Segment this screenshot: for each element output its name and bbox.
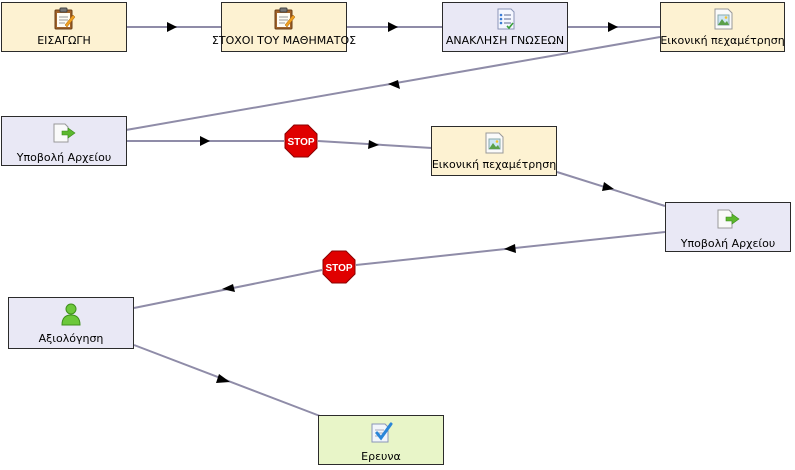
node-objectives[interactable]: ΣΤΟΧΟΙ ΤΟΥ ΜΑΘΗΜΑΤΟΣ	[212, 2, 356, 52]
arrowhead	[222, 284, 235, 292]
person-icon	[61, 303, 81, 326]
node-virtual-experiment-1[interactable]: Εικονική πεχαμέτρηση	[660, 2, 785, 52]
arrowhead	[200, 136, 210, 146]
node-file-submission-1[interactable]: Υποβολή Αρχείου	[1, 116, 127, 166]
arrowhead	[388, 22, 398, 32]
stop-sign-1[interactable]: STOP	[284, 124, 318, 158]
node-label: Εικονική πεχαμέτρηση	[660, 34, 785, 47]
node-assessment[interactable]: Αξιολόγηση	[8, 297, 134, 349]
checklist-icon	[497, 8, 515, 30]
node-label: Αξιολόγηση	[38, 332, 104, 345]
stop-label: STOP	[325, 263, 352, 274]
node-survey[interactable]: Ερευνα	[318, 415, 444, 465]
arrowhead	[504, 244, 516, 253]
clipboard-icon	[54, 7, 76, 30]
node-virtual-experiment-2[interactable]: Εικονική πεχαμέτρηση	[431, 126, 557, 176]
picture-icon	[485, 132, 504, 154]
checked-document-icon	[371, 422, 393, 443]
node-file-submission-2[interactable]: Υποβολή Αρχείου	[665, 202, 791, 252]
arrowhead	[167, 22, 177, 32]
stop-label: STOP	[287, 137, 314, 148]
node-label: ΕΙΣΑΓΩΓΗ	[37, 34, 91, 47]
node-label: Υποβολή Αρχείου	[680, 237, 776, 250]
node-label: ΑΝΑΚΛΗΣΗ ΓΝΩΣΕΩΝ	[445, 34, 565, 47]
node-label: ΣΤΟΧΟΙ ΤΟΥ ΜΑΘΗΜΑΤΟΣ	[211, 34, 357, 47]
clipboard-icon	[274, 7, 296, 30]
node-recall[interactable]: ΑΝΑΚΛΗΣΗ ΓΝΩΣΕΩΝ	[442, 2, 568, 52]
stop-sign-2[interactable]: STOP	[322, 250, 356, 284]
file-arrow-icon	[717, 209, 740, 229]
node-label: Ερευνα	[361, 450, 401, 463]
node-label: Υποβολή Αρχείου	[16, 151, 112, 164]
file-arrow-icon	[53, 123, 76, 143]
arrowhead	[608, 22, 618, 32]
arrowhead	[388, 80, 400, 89]
arrowhead	[368, 140, 379, 149]
node-label: Εικονική πεχαμέτρηση	[431, 158, 557, 171]
node-intro[interactable]: ΕΙΣΑΓΩΓΗ	[1, 2, 127, 52]
picture-icon	[714, 8, 732, 30]
arrowhead	[602, 182, 614, 191]
arrowhead	[216, 374, 230, 383]
